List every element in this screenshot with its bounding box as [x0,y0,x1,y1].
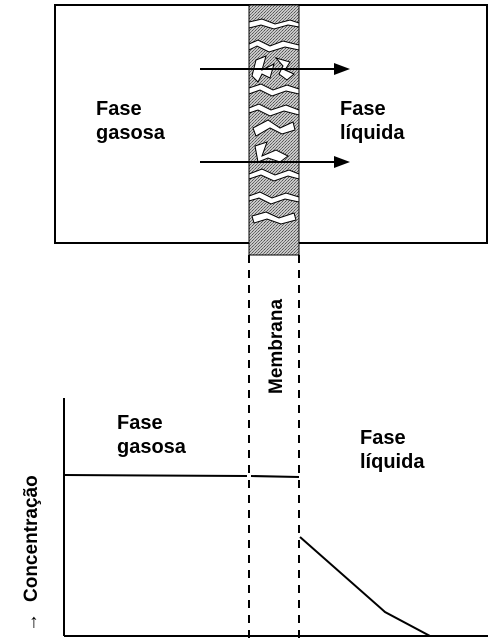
y-axis-label-group: → Concentração [21,475,42,632]
flux-arrow-icon [334,156,350,168]
bottom-liquid-phase-label-line1: Fase [360,427,406,449]
bottom-liquid-phase-label-line2: líquida [360,451,425,473]
concentration-curve-liquid-side [300,537,430,636]
membrane-label: Membrana [266,299,287,394]
membrane-strip [249,5,299,255]
concentration-curve-gas-side [64,475,247,476]
top-liquid-phase-label-line1: Fase [340,98,386,120]
top-panel: Fase gasosa Fase líquida [55,5,487,255]
top-liquid-phase-label-line2: líquida [340,122,405,144]
concentration-profile: Fase gasosa Fase líquida → Concentração [21,398,488,636]
y-axis-label: Concentração [21,475,42,602]
top-gas-phase-label-line2: gasosa [96,122,166,144]
top-gas-phase-label-line1: Fase [96,98,142,120]
bottom-gas-phase-label-line1: Fase [117,412,163,434]
flux-arrow-icon [334,63,350,75]
y-axis-arrow: → [21,613,42,632]
bottom-gas-phase-label-line2: gasosa [117,436,187,458]
concentration-curve-membrane [251,476,299,477]
